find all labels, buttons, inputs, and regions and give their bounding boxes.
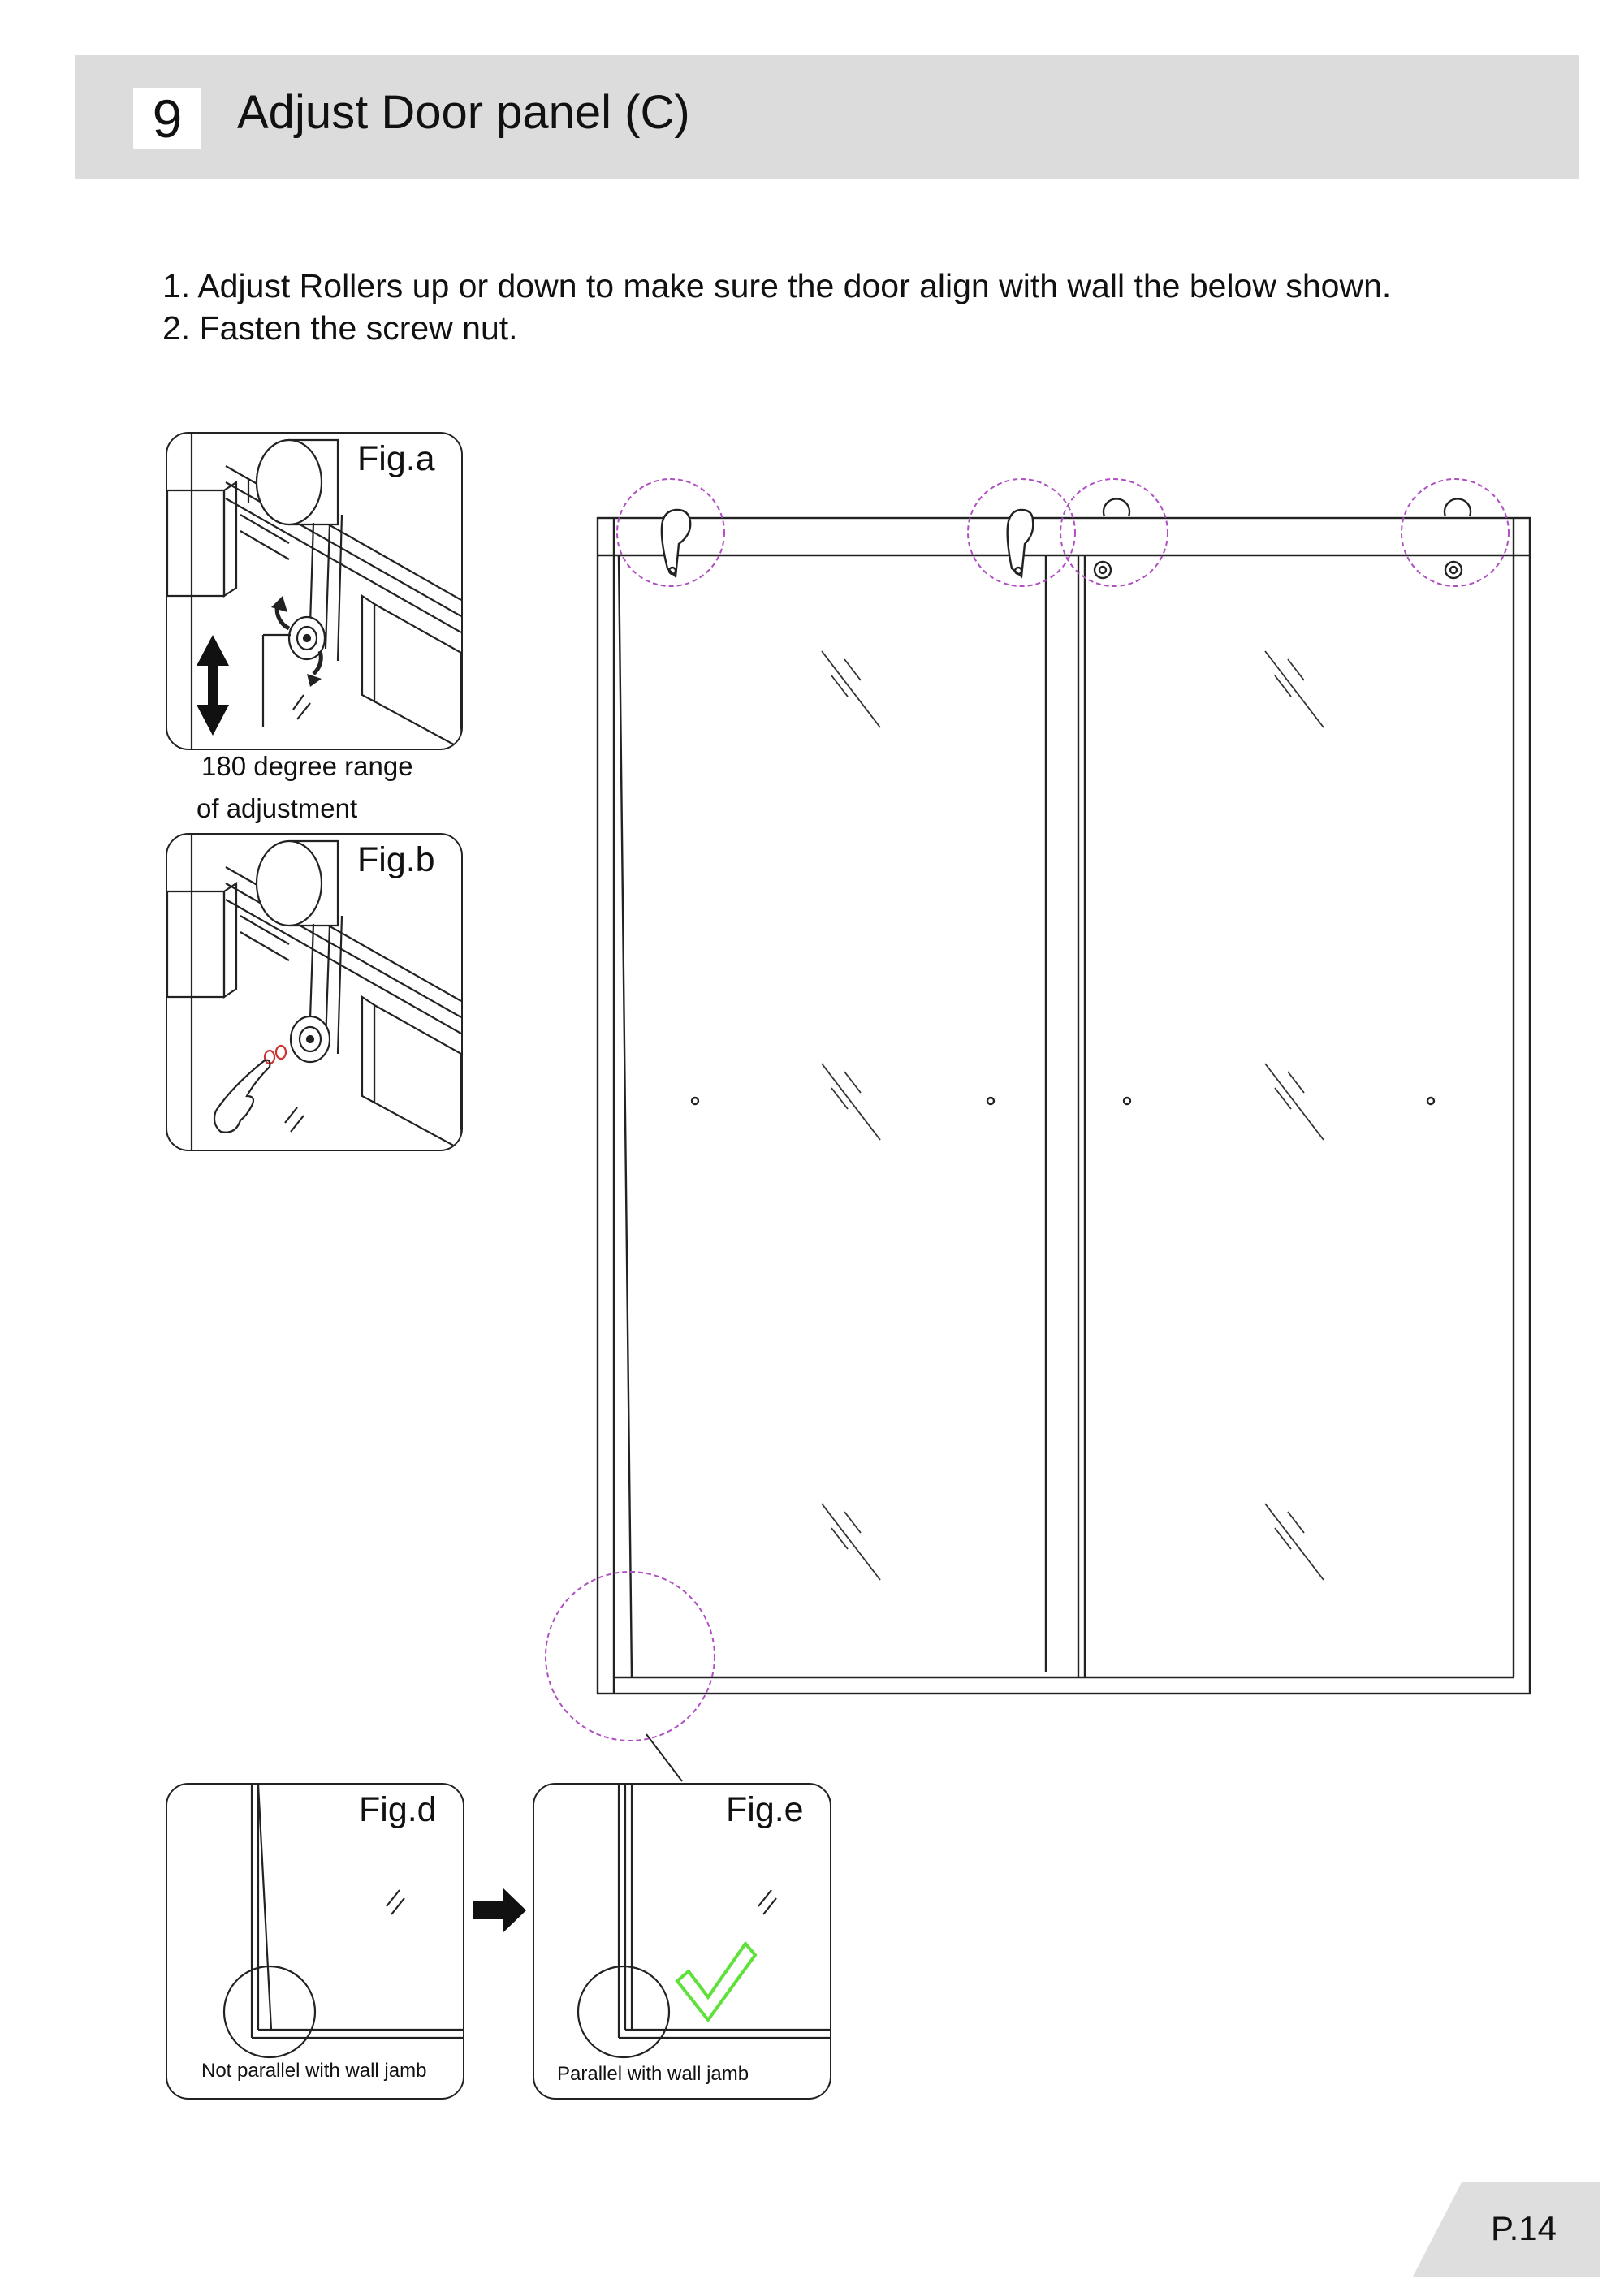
fig-e-illustration [577, 1785, 830, 2059]
fig-d-panel: Fig.d Not parallel with wall jamb [166, 1783, 464, 2100]
fig-b-label: Fig.b [357, 840, 435, 879]
check-mark-icon [675, 1940, 758, 2023]
step-number: 9 [133, 88, 201, 149]
detail-circle-roller-3 [1060, 478, 1168, 587]
fig-e-label: Fig.e [726, 1790, 804, 1829]
page-number: P.14 [1491, 2209, 1557, 2247]
fig-e-caption: Parallel with wall jamb [557, 2063, 749, 2085]
right-arrow-icon [473, 1888, 526, 1932]
page-tab [1413, 2182, 1600, 2277]
door-panel-diagram [545, 478, 1531, 1782]
fig-b-panel: Fig.b [166, 833, 463, 1151]
fig-a-caption-line1: 180 degree range [201, 751, 413, 781]
step-title: Adjust Door panel (C) [237, 86, 690, 139]
fig-a-caption-line2: of adjustment [197, 793, 358, 823]
fig-d-caption: Not parallel with wall jamb [201, 2060, 427, 2082]
instruction-2: 2. Fasten the screw nut. [162, 309, 518, 347]
detail-circle-roller-2 [967, 478, 1076, 587]
fig-d-illustration [222, 1785, 463, 2059]
fig-d-label: Fig.d [359, 1790, 437, 1829]
detail-circle-bottom [545, 1571, 715, 1741]
step-header: 9 Adjust Door panel (C) [75, 55, 1579, 179]
fig-b-illustration [167, 835, 461, 1150]
fig-e-panel: Fig.e Parallel with wall jamb [533, 1783, 831, 2100]
fig-a-illustration [167, 434, 461, 749]
instruction-1: 1. Adjust Rollers up or down to make sur… [162, 267, 1392, 304]
up-down-arrow-icon [197, 635, 229, 736]
fig-a-panel: Fig.a [166, 432, 463, 750]
detail-circle-roller-4 [1401, 478, 1510, 587]
fig-a-label: Fig.a [357, 439, 435, 478]
detail-circle-roller-1 [616, 478, 725, 587]
